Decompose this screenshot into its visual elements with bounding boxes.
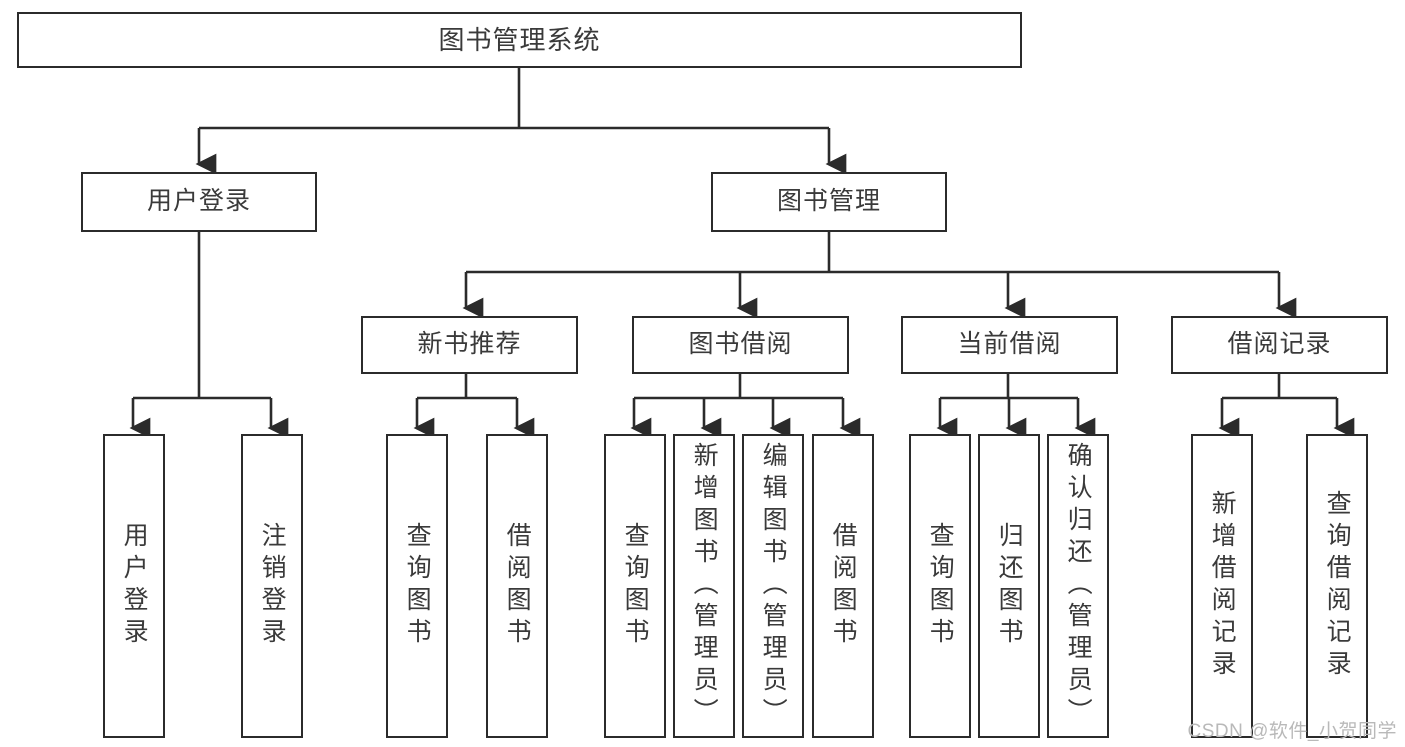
node-label: 注销登录 — [258, 522, 287, 650]
node-label: 查询借阅记录 — [1323, 490, 1352, 682]
node-label: 确认归还（管理员） — [1064, 442, 1093, 730]
node-leaf-logout-login[interactable]: 注销登录 — [241, 434, 303, 738]
node-label: 查询图书 — [403, 522, 432, 650]
node-leaf-user-login[interactable]: 用户登录 — [103, 434, 165, 738]
node-label: 查询图书 — [621, 522, 650, 650]
node-leaf-edit-book[interactable]: 编辑图书（管理员） — [742, 434, 804, 738]
node-new-book-recommend[interactable]: 新书推荐 — [361, 316, 578, 374]
node-label: 新增图书（管理员） — [690, 442, 719, 730]
node-label: 编辑图书（管理员） — [759, 442, 788, 730]
node-label: 查询图书 — [926, 522, 955, 650]
node-borrow-record[interactable]: 借阅记录 — [1171, 316, 1388, 374]
watermark-text: CSDN @软件_小贺同学 — [1187, 721, 1397, 742]
node-leaf-query-record[interactable]: 查询借阅记录 — [1306, 434, 1368, 738]
node-leaf-return-book[interactable]: 归还图书 — [978, 434, 1040, 738]
node-label: 归还图书 — [995, 522, 1024, 650]
node-leaf-borrow-book-2[interactable]: 借阅图书 — [812, 434, 874, 738]
node-leaf-query-book-2[interactable]: 查询图书 — [604, 434, 666, 738]
node-current-borrow[interactable]: 当前借阅 — [901, 316, 1118, 374]
node-label: 借阅图书 — [503, 522, 532, 650]
node-label: 借阅图书 — [829, 522, 858, 650]
node-leaf-borrow-book-1[interactable]: 借阅图书 — [486, 434, 548, 738]
node-leaf-query-book-3[interactable]: 查询图书 — [909, 434, 971, 738]
node-leaf-confirm-return[interactable]: 确认归还（管理员） — [1047, 434, 1109, 738]
node-leaf-add-book[interactable]: 新增图书（管理员） — [673, 434, 735, 738]
node-label: 新增借阅记录 — [1208, 490, 1237, 682]
node-user-login[interactable]: 用户登录 — [81, 172, 317, 232]
node-label: 用户登录 — [120, 522, 149, 650]
node-book-manage[interactable]: 图书管理 — [711, 172, 947, 232]
node-root-system[interactable]: 图书管理系统 — [17, 12, 1022, 68]
node-leaf-query-book-1[interactable]: 查询图书 — [386, 434, 448, 738]
node-book-borrow[interactable]: 图书借阅 — [632, 316, 849, 374]
node-leaf-add-record[interactable]: 新增借阅记录 — [1191, 434, 1253, 738]
